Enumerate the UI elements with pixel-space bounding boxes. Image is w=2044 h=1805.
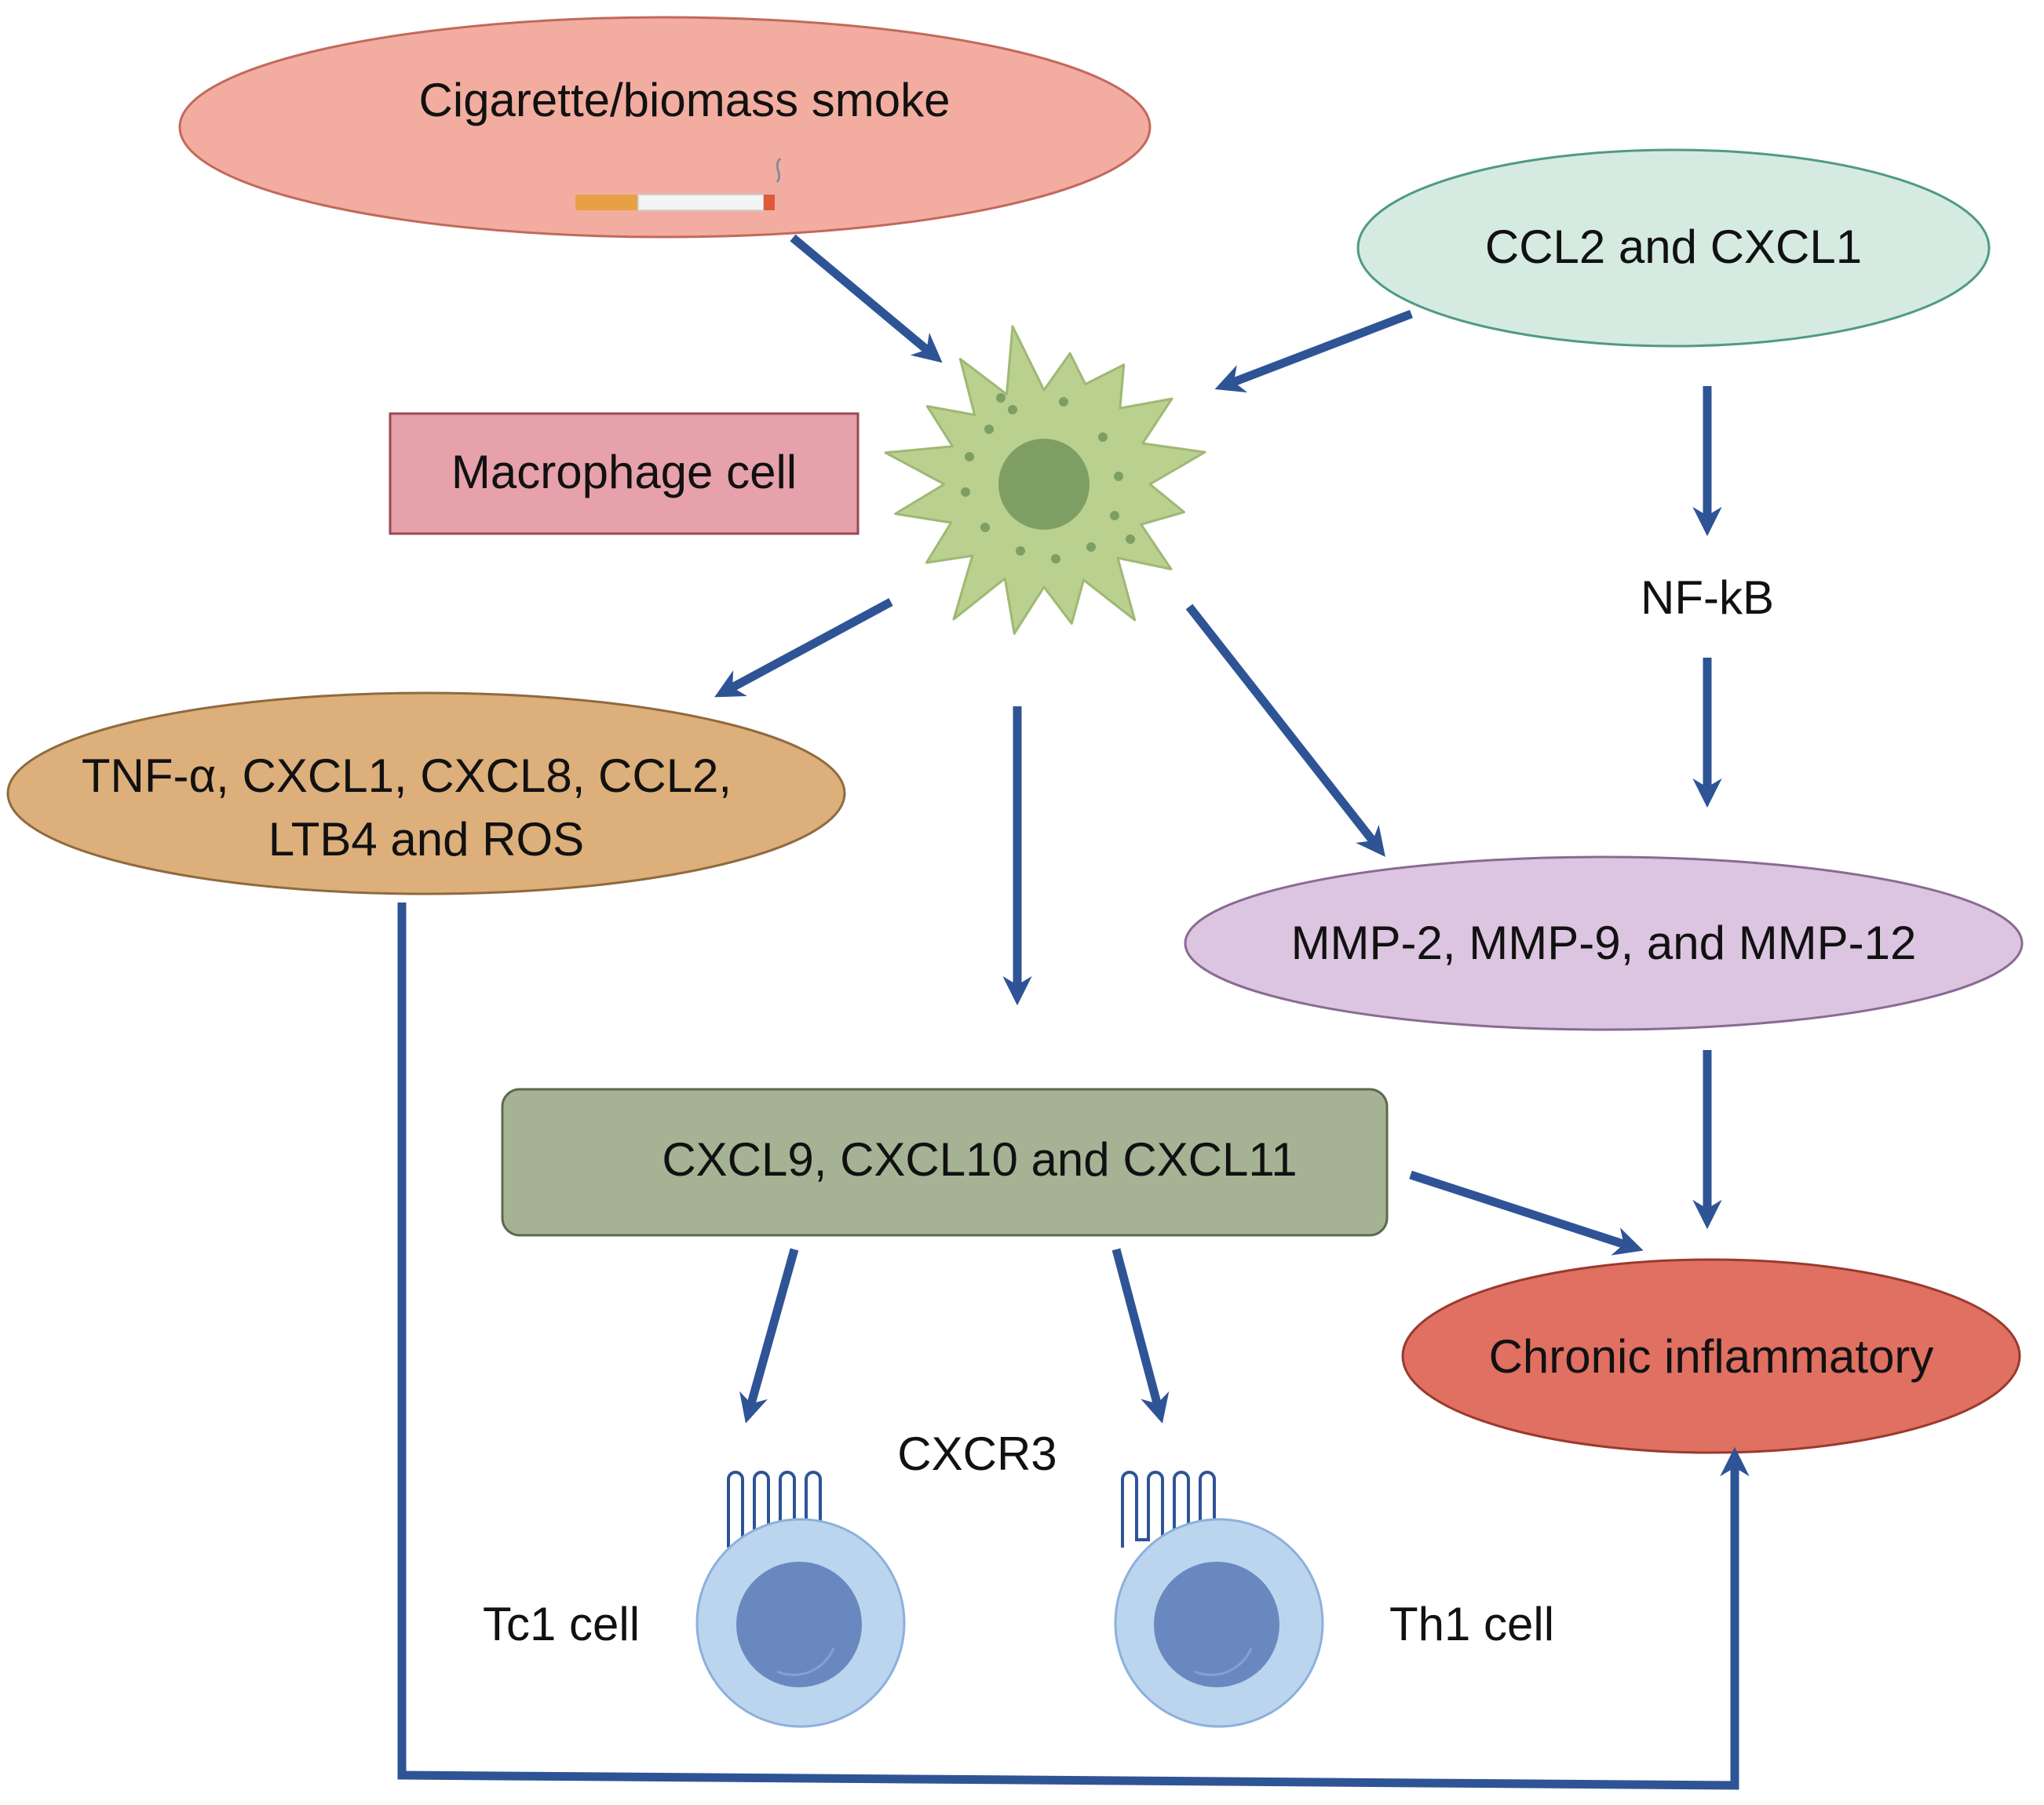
macrophage-label: Macrophage cell [451, 446, 797, 498]
smoke-node: Cigarette/biomass smoke [178, 16, 1152, 239]
cxcl-box [501, 1088, 1389, 1237]
arrow-mediators-to-inflammation [397, 902, 1750, 1790]
macrophage-label-box: Macrophage cell [389, 412, 860, 535]
th1-cell-icon [1114, 1471, 1324, 1728]
inflammation-ellipse [1401, 1258, 2021, 1454]
mediators-ellipse [6, 691, 846, 895]
ccl2-cxcl1-ellipse [1356, 148, 1991, 348]
ccl2-cxcl1-label: CCL2 and CXCL1 [1485, 221, 1862, 273]
nfkb-label: NF-kB [1641, 571, 1774, 624]
th1-cell-nucleus [1154, 1562, 1279, 1687]
arrow-cxcl-to-tc1 [739, 1248, 799, 1424]
cxcl-node: CXCL9, CXCL10 and CXCL11 [501, 1088, 1389, 1237]
arrow-ccl2-to-macrophage [1214, 309, 1413, 393]
inflammation-label: Chronic inflammatory [1489, 1330, 1934, 1383]
ccl2-cxcl1-node: CCL2 and CXCL1 [1356, 148, 1991, 348]
cigarette-icon [575, 157, 782, 211]
arrows [397, 234, 1750, 1790]
macrophage-box [389, 412, 860, 535]
smoke-label: Cigarette/biomass smoke [419, 74, 951, 126]
inflammation-node: Chronic inflammatory [1401, 1258, 2021, 1454]
arrow-cxcl-to-inflammation [1409, 1170, 1644, 1256]
tc1-label: Tc1 cell [483, 1598, 640, 1650]
arrow-smoke-to-macrophage [790, 234, 943, 363]
th1-label: Th1 cell [1389, 1598, 1554, 1650]
arrow-macrophage-to-mmps [1185, 603, 1385, 857]
arrow-cxcl-to-th1 [1111, 1248, 1170, 1424]
cxcr3-label: CXCR3 [897, 1428, 1057, 1480]
mediators-node: TNF-α, CXCL1, CXCL8, CCL2, LTB4 and ROS [6, 691, 846, 895]
mmps-label: MMP-2, MMP-9, and MMP-12 [1291, 917, 1917, 969]
mmps-ellipse [1184, 855, 2024, 1031]
macrophage-nucleus [998, 439, 1090, 530]
tc1-cell-icon [695, 1471, 906, 1728]
mediators-label-line1: TNF-α, CXCL1, CXCL8, CCL2, [82, 749, 732, 802]
mediators-label-line2: LTB4 and ROS [268, 813, 584, 866]
tc1-cell-nucleus [736, 1562, 862, 1687]
cxcl-label: CXCL9, CXCL10 and CXCL11 [662, 1133, 1297, 1186]
macrophage-cell-icon [884, 325, 1206, 635]
arrow-macrophage-to-mediators [714, 598, 893, 698]
mmps-node: MMP-2, MMP-9, and MMP-12 [1184, 855, 2024, 1031]
macrophage-granules [961, 393, 1135, 563]
smoke-ellipse [178, 16, 1152, 239]
